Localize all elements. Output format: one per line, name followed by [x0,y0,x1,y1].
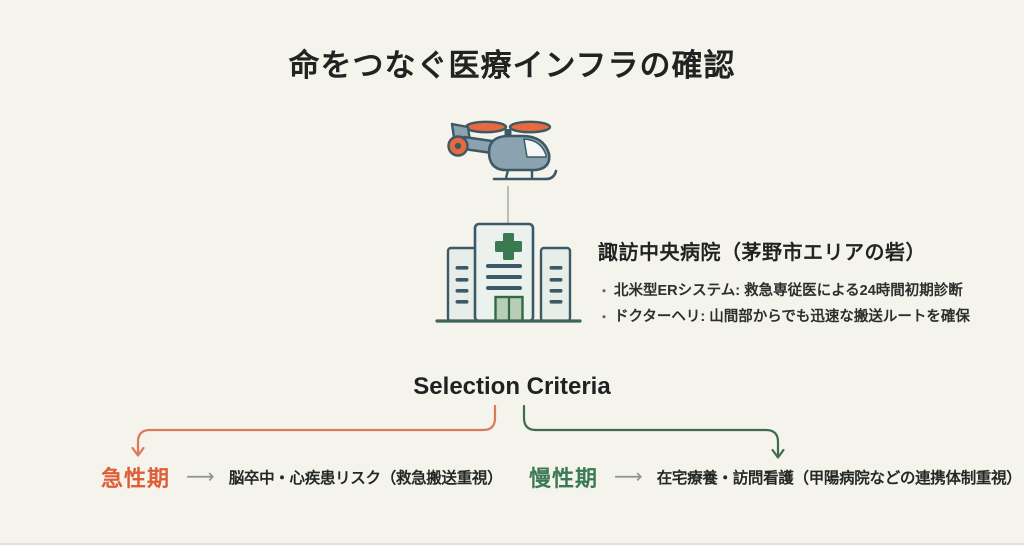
page-title: 命をつなぐ医療インフラの確認 [288,48,736,83]
chronic-description: 在宅療養・訪問看護（甲陽病院などの連携体制重視） [656,470,1022,487]
right-arrow-icon: ⟶ [186,465,215,488]
bullet-text: 北米型ERシステム: 救急専従医による24時間初期診断 [614,283,963,299]
chronic-branch: 慢性期 ⟶ 在宅療養・訪問看護（甲陽病院などの連携体制重視） [529,461,1022,493]
branch-arrows [131,404,785,459]
hospital-bullet-er: ・ 北米型ERシステム: 救急専従医による24時間初期診断 [598,278,1008,304]
chronic-label: 慢性期 [529,466,599,491]
hospital-bullet-heli: ・ ドクターヘリ: 山間部からでも迅速な搬送ルートを確保 [598,304,1008,330]
bullet-text: ドクターヘリ: 山間部からでも迅速な搬送ルートを確保 [614,309,970,325]
hospital-info: 諏訪中央病院（茅野市エリアの砦） ・ 北米型ERシステム: 救急専従医による24… [598,236,1008,330]
bottom-edge [0,543,1024,545]
bullet-dot-icon: ・ [598,310,611,324]
hospital-building-icon [435,222,582,323]
right-arrow-icon: ⟶ [614,465,643,488]
acute-branch: 急性期 ⟶ 脳卒中・心疾患リスク（救急搬送重視） [101,461,503,493]
chronic-branch-arrow [522,404,785,459]
bullet-dot-icon: ・ [598,284,611,298]
hospital-name: 諏訪中央病院（茅野市エリアの砦） [598,242,926,264]
acute-description: 脳卒中・心疾患リスク（救急搬送重視） [228,470,503,487]
helicopter-icon [447,120,558,181]
acute-label: 急性期 [101,466,171,491]
connector-line [507,186,509,224]
selection-criteria-heading: Selection Criteria [413,373,611,400]
acute-branch-arrow [131,404,497,457]
